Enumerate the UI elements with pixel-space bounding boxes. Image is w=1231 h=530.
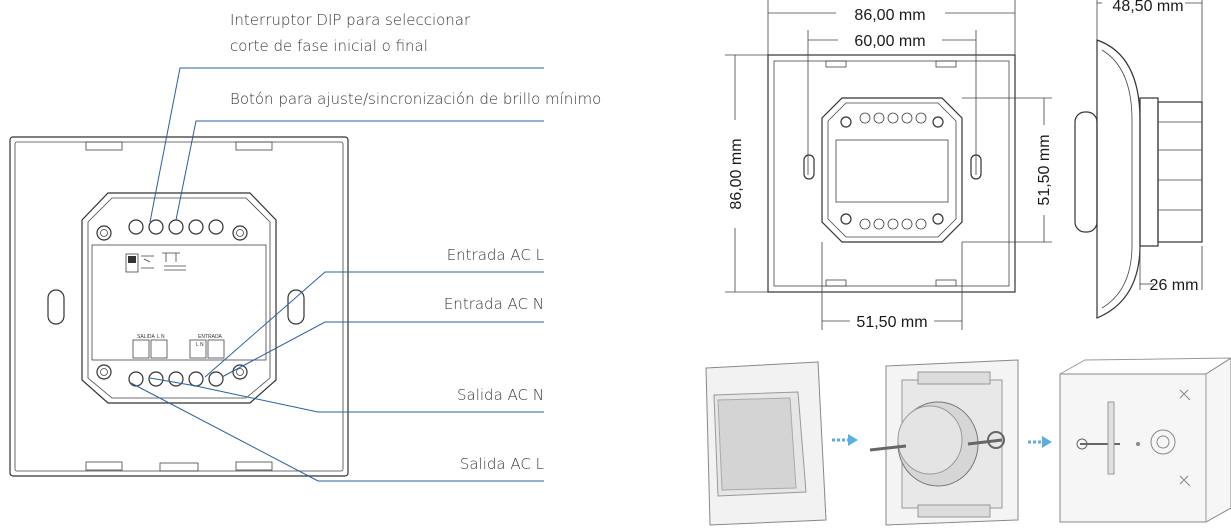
salida-label: SALIDA	[137, 334, 155, 340]
screw-top-right	[232, 225, 248, 241]
phase-symbol-icon	[162, 252, 186, 271]
clip-bottom-left	[85, 461, 123, 471]
clip-bottom-center	[159, 462, 199, 472]
leader-button	[175, 120, 544, 221]
callout-dip-line1: Interruptor DIP para seleccionar	[230, 11, 471, 29]
screw-bottom-right	[232, 364, 248, 380]
salida-box-n	[150, 339, 168, 359]
dip-hole	[148, 219, 164, 235]
terminal-1	[128, 371, 144, 387]
leader-out-n	[149, 377, 544, 413]
screw-left	[869, 444, 907, 452]
clip-top-right	[235, 141, 273, 151]
terminal-5	[208, 371, 224, 387]
side-module	[1157, 101, 1203, 243]
side-view: 48,50 mm 26 mm	[1074, 0, 1203, 319]
entrada-label: ENTRADA	[198, 334, 223, 340]
screw-top-left	[96, 225, 112, 241]
callout-leaders	[130, 67, 544, 482]
dimension-view: 86,00 mm 60,00 mm 86,00 mm 51,50 mm 51,5…	[725, 0, 1053, 331]
slot-left	[47, 289, 65, 325]
hole-1	[128, 219, 144, 235]
clip-bottom-right	[235, 461, 273, 471]
dim-module	[821, 97, 963, 243]
terminal-4	[188, 371, 204, 387]
dim-width-outer: 86,00 mm	[854, 7, 925, 24]
rear-plate-outer	[9, 136, 349, 477]
clip-top-left	[85, 141, 123, 151]
callout-button: Botón para ajuste/sincronización de bril…	[230, 90, 601, 108]
callout-in-l: Entrada AC L	[447, 246, 544, 264]
arrow-icon	[1028, 436, 1052, 448]
leader-in-l	[204, 271, 544, 378]
arrow-icon	[832, 434, 858, 446]
hole-5	[208, 219, 224, 235]
dip-switch-icon	[125, 253, 139, 273]
terminal-3	[168, 371, 184, 387]
slot-right	[287, 289, 305, 325]
callout-out-n: Salida AC N	[457, 386, 544, 404]
module-rim	[87, 197, 271, 399]
button-hole	[168, 219, 184, 235]
callout-out-l: Salida AC L	[460, 455, 544, 473]
dim-depth-body: 26 mm	[1150, 277, 1199, 294]
dim-height-module: 51,50 mm	[1036, 134, 1053, 205]
entrada-box-l	[189, 339, 207, 359]
module-label-area	[91, 244, 267, 361]
assembly-view	[705, 357, 1231, 526]
dim-width-module: 51,50 mm	[856, 314, 927, 331]
terminal-2	[148, 371, 164, 387]
hole-4	[188, 219, 204, 235]
screw-bottom-left	[96, 364, 112, 380]
salida-ln-label: L N	[157, 334, 165, 340]
leader-in-n	[221, 321, 544, 378]
dim-plate	[767, 54, 1016, 293]
callout-dip-line2: corte de fase inicial o final	[230, 37, 428, 55]
rear-view: SALIDA L N ENTRADA L N	[9, 136, 349, 477]
module-body	[81, 192, 277, 404]
side-knob	[1074, 111, 1098, 233]
leader-dip	[149, 67, 544, 223]
salida-box-l	[132, 339, 150, 359]
screw-right	[967, 438, 1003, 446]
dim-depth-total: 48,50 mm	[1112, 0, 1183, 15]
callout-in-n: Entrada AC N	[444, 295, 544, 313]
leader-out-l	[130, 382, 544, 482]
dim-height-outer: 86,00 mm	[728, 138, 745, 209]
entrada-ln-label: L N	[196, 342, 204, 348]
dim-width-inner: 60,00 mm	[854, 33, 925, 50]
entrada-box-n	[207, 339, 225, 359]
side-plate	[1096, 39, 1141, 319]
